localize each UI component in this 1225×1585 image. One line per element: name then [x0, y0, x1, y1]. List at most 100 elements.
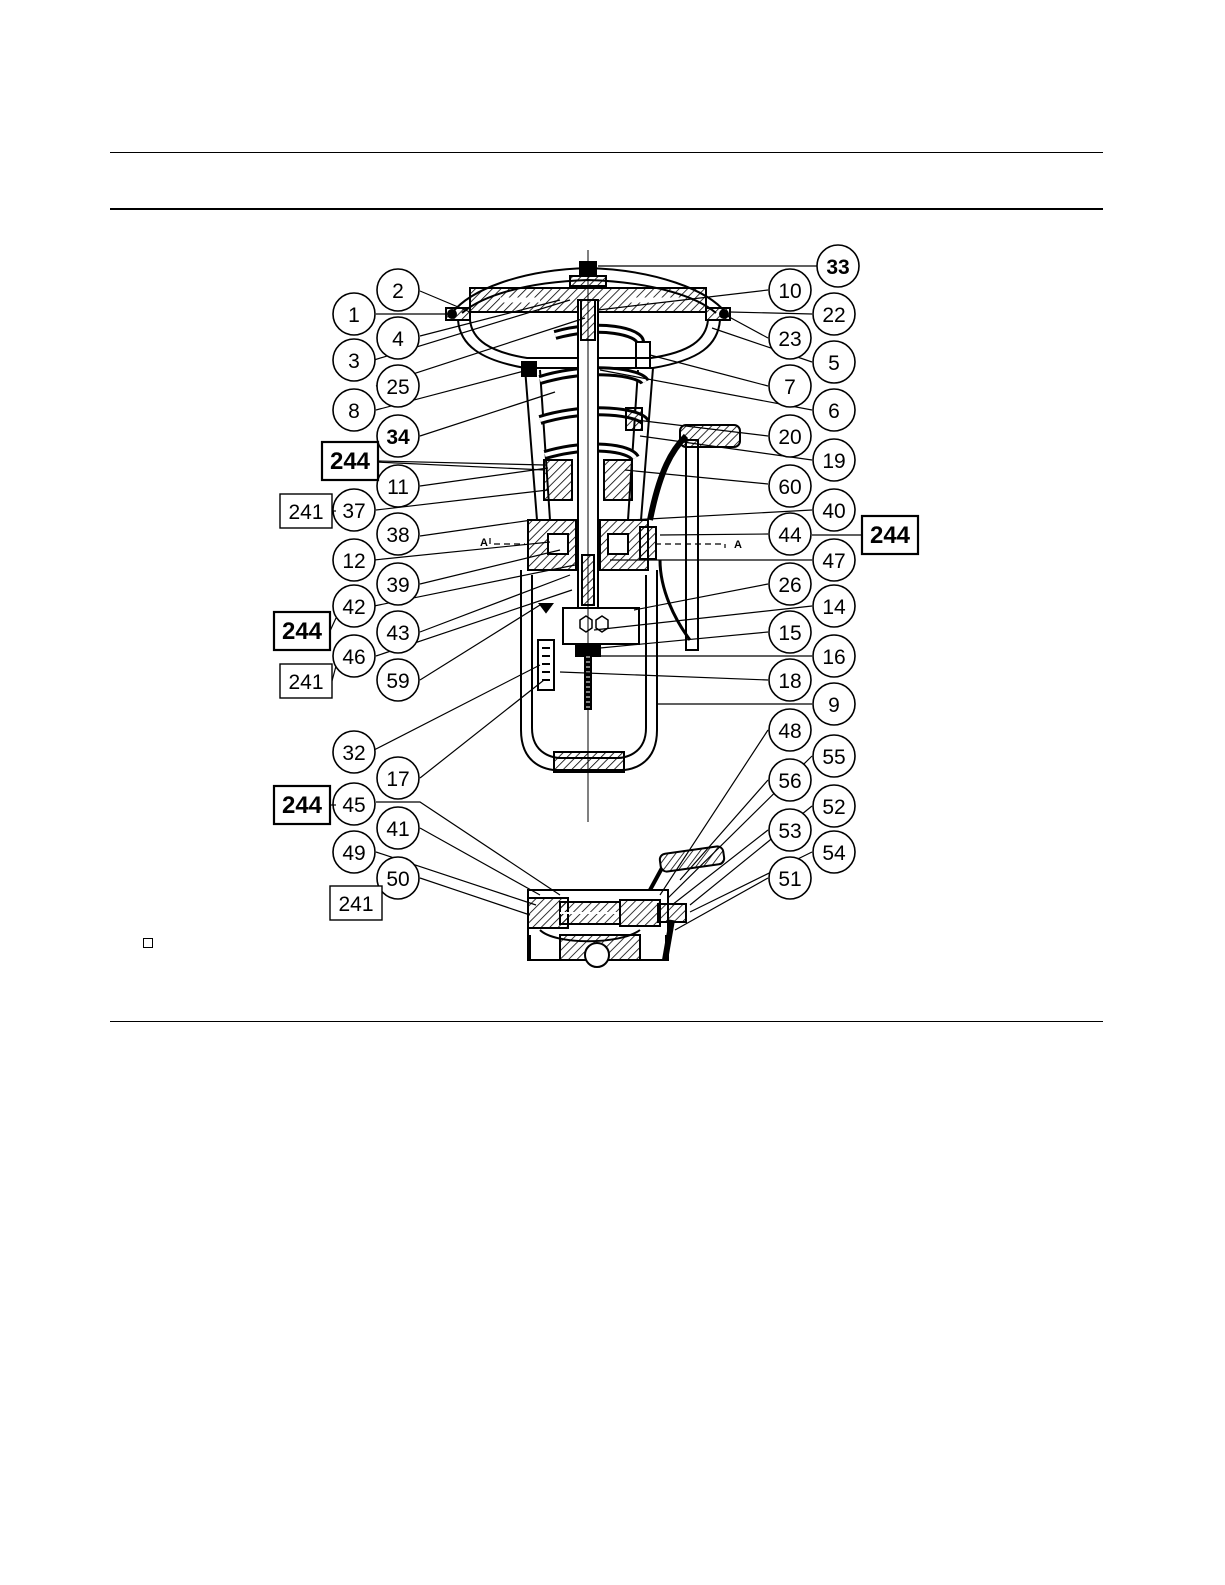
callout-balloon-12: 12	[333, 539, 375, 581]
callout-label: 39	[386, 574, 409, 597]
callout-balloon-23: 23	[769, 317, 811, 359]
callout-label: 33	[826, 256, 849, 279]
callout-label: 54	[822, 842, 846, 865]
callout-balloon-59: 59	[377, 659, 419, 701]
callout-balloon-1: 1	[333, 293, 375, 335]
handwheel-lever	[650, 436, 686, 520]
callout-balloon-60: 60	[769, 465, 811, 507]
callout-balloon-22: 22	[813, 293, 855, 335]
callout-balloon-56: 56	[769, 759, 811, 801]
callout-label: 37	[342, 500, 365, 523]
callout-balloon-7: 7	[769, 365, 811, 407]
callout-balloon-54: 54	[813, 831, 855, 873]
callout-label: 17	[386, 768, 409, 791]
reference-box-244: 244	[322, 442, 378, 480]
callout-balloon-6: 6	[813, 389, 855, 431]
reference-box-label: 244	[282, 792, 323, 819]
reference-box-label: 244	[282, 618, 323, 645]
callout-balloon-33: 33	[817, 245, 859, 287]
callout-label: 42	[342, 596, 365, 619]
callout-label: 2	[392, 280, 404, 303]
callout-label: 5	[828, 352, 840, 375]
callout-balloon-2: 2	[377, 269, 419, 311]
callout-label: 46	[342, 646, 365, 669]
section-mark-right: A	[734, 539, 742, 551]
callout-label: 52	[822, 796, 845, 819]
section-mark-left: A	[480, 537, 488, 549]
callout-balloon-4: 4	[377, 317, 419, 359]
callout-balloon-43: 43	[377, 611, 419, 653]
callout-label: 22	[822, 304, 845, 327]
lower-lever	[659, 846, 725, 873]
callout-label: 10	[778, 280, 801, 303]
callout-label: 19	[822, 450, 845, 473]
callout-label: 23	[778, 328, 801, 351]
reference-box-241: 241	[280, 664, 332, 698]
callout-label: 55	[822, 746, 845, 769]
callout-balloon-5: 5	[813, 341, 855, 383]
callout-balloon-26: 26	[769, 563, 811, 605]
callout-balloon-34: 34	[377, 415, 419, 457]
callout-balloon-48: 48	[769, 709, 811, 751]
callout-label: 18	[778, 670, 801, 693]
callout-label: 8	[348, 400, 360, 423]
callout-label: 4	[392, 328, 404, 351]
callout-label: 40	[822, 500, 845, 523]
callout-label: 9	[828, 694, 840, 717]
callout-balloon-3: 3	[333, 339, 375, 381]
reference-box-241: 241	[280, 494, 332, 528]
callout-label: 41	[386, 818, 409, 841]
callout-label: 51	[778, 868, 801, 891]
callout-balloon-44: 44	[769, 513, 811, 555]
callout-label: 50	[386, 868, 409, 891]
callout-label: 20	[778, 426, 801, 449]
callout-balloon-8: 8	[333, 389, 375, 431]
callout-balloon-42: 42	[333, 585, 375, 627]
callout-label: 1	[348, 304, 360, 327]
callout-label: 26	[778, 574, 801, 597]
callout-balloon-51: 51	[769, 857, 811, 899]
packing-box-right	[604, 460, 632, 500]
callout-label: 14	[822, 596, 846, 619]
callout-label: 43	[386, 622, 409, 645]
callout-label: 11	[387, 476, 409, 499]
callout-balloon-11: 11	[377, 465, 419, 507]
reference-box-241: 241	[330, 886, 382, 920]
callout-balloon-20: 20	[769, 415, 811, 457]
callout-label: 25	[386, 376, 409, 399]
callout-label: 7	[784, 376, 796, 399]
callout-balloon-10: 10	[769, 269, 811, 311]
callout-balloon-52: 52	[813, 785, 855, 827]
actuator-drawing	[446, 250, 740, 967]
callout-balloon-40: 40	[813, 489, 855, 531]
callout-balloon-41: 41	[377, 807, 419, 849]
callout-label: 45	[342, 794, 365, 817]
callout-label: 32	[342, 742, 365, 765]
callout-balloon-32: 32	[333, 731, 375, 773]
reference-box-label: 241	[288, 501, 323, 524]
callout-label: 59	[386, 670, 409, 693]
callout-label: 3	[348, 350, 360, 373]
callout-label: 6	[828, 400, 840, 423]
callout-balloon-15: 15	[769, 611, 811, 653]
reference-box-244: 244	[274, 612, 330, 650]
callout-balloon-9: 9	[813, 683, 855, 725]
callout-label: 53	[778, 820, 801, 843]
callout-balloon-39: 39	[377, 563, 419, 605]
packing-box-left	[544, 460, 572, 500]
callout-balloon-16: 16	[813, 635, 855, 677]
callout-balloon-55: 55	[813, 735, 855, 777]
callout-balloon-17: 17	[377, 757, 419, 799]
callout-label: 49	[342, 842, 365, 865]
callout-label: 16	[822, 646, 845, 669]
travel-indicator	[626, 408, 642, 430]
callout-balloon-25: 25	[377, 365, 419, 407]
callout-balloon-53: 53	[769, 809, 811, 851]
callout-label: 47	[822, 550, 845, 573]
reference-box-244: 244	[274, 786, 330, 824]
callout-balloon-45: 45	[333, 783, 375, 825]
reference-box-label: 241	[338, 893, 373, 916]
callout-balloon-49: 49	[333, 831, 375, 873]
callout-label: 48	[778, 720, 801, 743]
